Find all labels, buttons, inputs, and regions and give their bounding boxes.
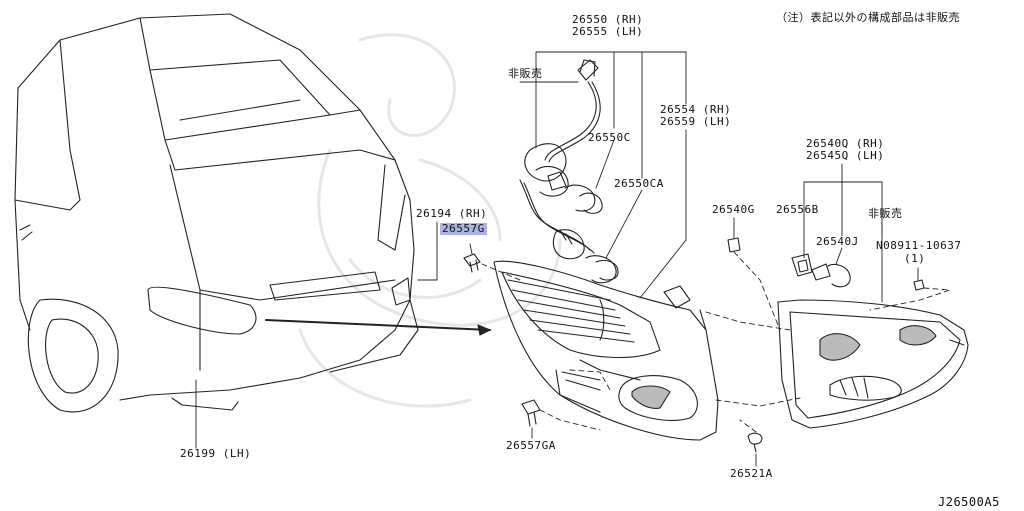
note-text: （注）表記以外の構成部品は非販売 [776, 11, 960, 24]
label-08911-qty: (1) [904, 252, 926, 265]
assembly-dashed-lines [481, 251, 951, 433]
label-26556b[interactable]: 26556B [776, 203, 819, 216]
leader-lines [195, 51, 919, 467]
label-26557ga[interactable]: 26557GA [506, 439, 556, 452]
label-08911-10637[interactable]: N08911-10637 [876, 239, 962, 252]
label-26540j[interactable]: 26540J [816, 235, 859, 248]
outer-lamp [493, 260, 719, 441]
label-26559[interactable]: 26559 (LH) [660, 115, 732, 128]
label-26194[interactable]: 26194 (RH) [416, 207, 488, 220]
inner-lamp [777, 299, 969, 429]
label-26540q[interactable]: 26540Q (RH) [806, 137, 885, 150]
pointer-arrow [265, 319, 491, 336]
label-26550[interactable]: 26550 (RH) [572, 13, 644, 26]
label-26557g-highlighted[interactable]: 26557G [440, 222, 487, 235]
label-26521a[interactable]: 26521A [730, 467, 773, 480]
diagram-code: J26500A5 [938, 495, 1000, 509]
label-not-sold-right: 非販売 [868, 207, 903, 220]
watermark-emblem [298, 33, 562, 408]
socket-harness [519, 59, 617, 284]
small-parts [463, 192, 925, 453]
label-26540g[interactable]: 26540G [712, 203, 755, 216]
label-26199[interactable]: 26199 (LH) [180, 447, 252, 460]
label-26554[interactable]: 26554 (RH) [660, 103, 732, 116]
label-26555[interactable]: 26555 (LH) [572, 25, 644, 38]
label-26545q[interactable]: 26545Q (LH) [806, 149, 885, 162]
label-26550c[interactable]: 26550C [588, 131, 631, 144]
vehicle-body [14, 13, 419, 413]
label-not-sold-left: 非販売 [508, 67, 543, 80]
label-26550ca[interactable]: 26550CA [614, 177, 664, 190]
